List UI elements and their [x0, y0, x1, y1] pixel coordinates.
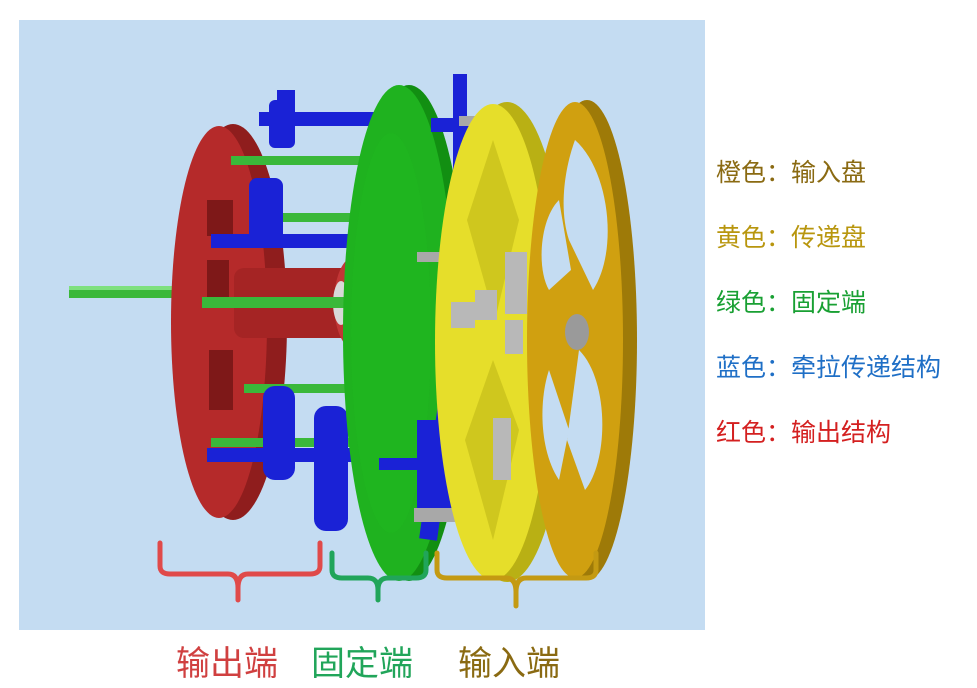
mechanism-render — [69, 74, 637, 582]
orange-input-disk — [527, 100, 637, 580]
cad-viewport — [19, 20, 705, 630]
color-legend: 橙色：输入盘黄色：传递盘绿色：固定端蓝色：牵拉传递结构红色：输出结构 — [716, 150, 974, 475]
legend-item: 黄色：传递盘 — [716, 223, 867, 252]
blue-pulling-structure-left — [207, 90, 421, 531]
input-end-label: 输入端 — [458, 644, 560, 684]
legend-item: 橙色：输入盘 — [716, 158, 867, 187]
legend-item: 红色：输出结构 — [716, 418, 892, 447]
legend-item: 蓝色：牵拉传递结构 — [716, 353, 942, 382]
fixed-end-label: 固定端 — [311, 644, 413, 684]
output-end-label: 输出端 — [176, 644, 278, 684]
red-output-disk — [171, 124, 287, 520]
legend-item: 绿色：固定端 — [716, 288, 867, 317]
